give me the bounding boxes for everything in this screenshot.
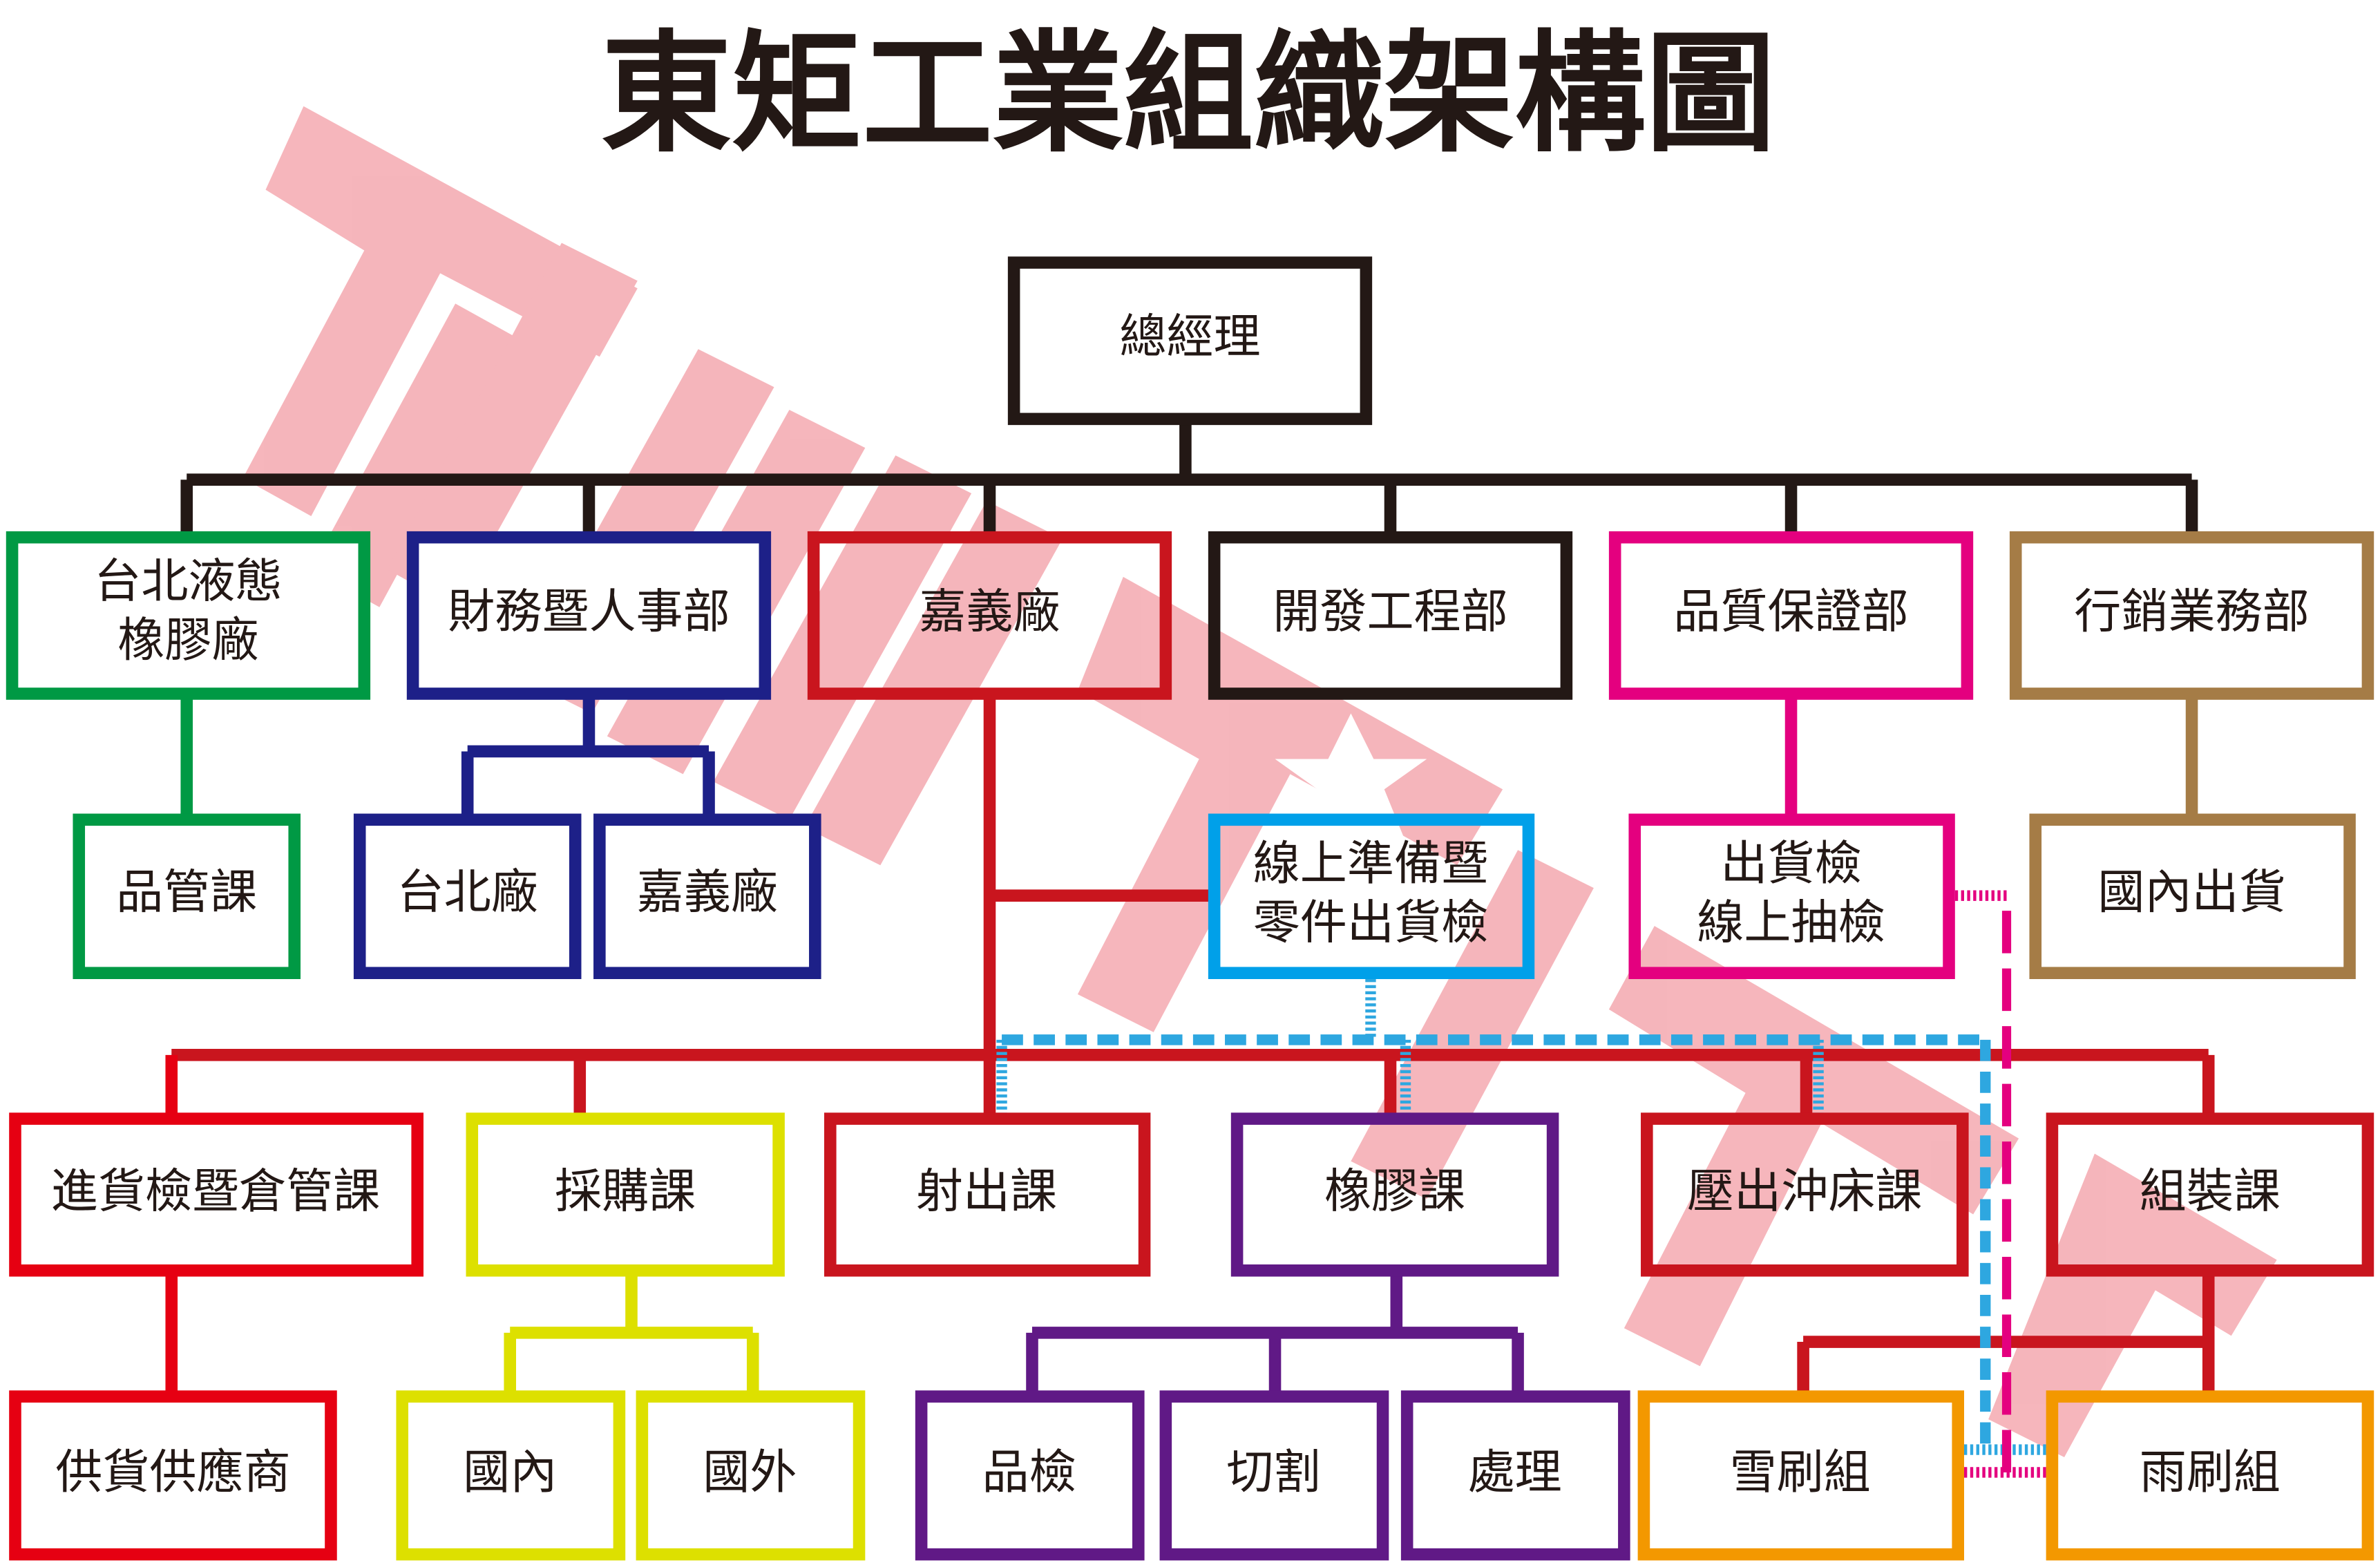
- node-qc-section: 品管課: [73, 813, 301, 979]
- node-label: 雨刷組: [2140, 1445, 2281, 1500]
- node-label: 品檢: [982, 1445, 1076, 1500]
- node-label: 總經理: [1119, 310, 1260, 365]
- node-taipei-plant: 台北廠: [353, 813, 582, 979]
- node-chiayi-plant: 嘉義廠: [807, 531, 1172, 700]
- node-rd-engineering: 開發工程部: [1208, 531, 1573, 700]
- node-label: 開發工程部: [1273, 585, 1507, 639]
- node-label: 國外: [703, 1445, 797, 1500]
- yellow-connector: [504, 1270, 759, 1397]
- node-label: 採購課: [555, 1165, 696, 1220]
- node-label: 國內出貨: [2097, 866, 2285, 920]
- node-label: 品管課: [116, 866, 257, 920]
- node-label: 供貨供應商: [55, 1445, 290, 1500]
- node-processing: 處理: [1400, 1390, 1630, 1561]
- node-wiper: 雨刷組: [2046, 1390, 2374, 1561]
- node-label: 財務暨人事部: [448, 585, 730, 639]
- node-label: 嘉義廠: [919, 585, 1060, 639]
- cyan-dashed-link: [996, 973, 2053, 1455]
- node-label: 台北廠: [397, 866, 538, 920]
- node-label: 射出課: [916, 1165, 1057, 1220]
- node-purchasing: 採購課: [466, 1112, 785, 1277]
- page-title: 東矩工業組織架構圖: [601, 18, 1776, 170]
- node-overseas: 國外: [636, 1390, 866, 1561]
- node-taipei-liquid-rubber: 台北液態 橡膠廠: [6, 531, 371, 700]
- node-label: 進貨檢暨倉管課: [51, 1165, 381, 1220]
- node-label: 壓出沖床課: [1687, 1165, 1922, 1220]
- node-label: 品質保證部: [1673, 585, 1908, 639]
- node-rubber: 橡膠課: [1230, 1112, 1559, 1277]
- node-label: 零件出貨檢: [1253, 896, 1488, 951]
- node-label: 橡膠課: [1324, 1165, 1465, 1220]
- node-extrusion-press: 壓出沖床課: [1641, 1112, 1969, 1277]
- node-quality-assurance: 品質保證部: [1608, 531, 1974, 700]
- node-label: 國內: [463, 1445, 557, 1500]
- node-cutting: 切割: [1159, 1390, 1389, 1561]
- node-label: 切割: [1226, 1445, 1320, 1500]
- node-label: 雪刷組: [1730, 1445, 1871, 1500]
- purple-connector: [1026, 1270, 1524, 1397]
- star-icon: [1275, 713, 1427, 838]
- node-chiayi-plant-finance: 嘉義廠: [593, 813, 821, 979]
- node-label: 行銷業務部: [2074, 585, 2309, 639]
- pink-dashed-link: [1954, 890, 2053, 1478]
- node-assembly: 組裝課: [2046, 1112, 2374, 1277]
- node-label: 嘉義廠: [637, 866, 778, 920]
- node-line-prep: 線上準備暨 零件出貨檢: [1208, 813, 1535, 979]
- node-label: 線上抽檢: [1697, 896, 1885, 951]
- node-label: 橡膠廠: [117, 614, 258, 668]
- node-snow-brush: 雪刷組: [1637, 1390, 1965, 1561]
- node-domestic-shipping: 國內出貨: [2029, 813, 2356, 979]
- node-label: 處理: [1468, 1445, 1562, 1500]
- node-shipping-inspection: 出貨檢 線上抽檢: [1628, 813, 1955, 979]
- node-label: 出貨檢: [1720, 837, 1861, 891]
- node-incoming-warehouse: 進貨檢暨倉管課: [9, 1112, 423, 1277]
- node-marketing-sales: 行銷業務部: [2009, 531, 2374, 700]
- node-label: 組裝課: [2140, 1165, 2281, 1220]
- node-injection: 射出課: [824, 1112, 1151, 1277]
- gm-connectors: [180, 419, 2198, 535]
- node-inspection: 品檢: [915, 1390, 1145, 1561]
- node-supplier: 供貨供應商: [9, 1390, 337, 1561]
- node-label: 線上準備暨: [1253, 837, 1488, 891]
- navy-connector: [461, 693, 715, 820]
- node-gm: 總經理: [1007, 256, 1373, 426]
- node-domestic: 國內: [396, 1390, 626, 1561]
- node-label: 台北液態: [94, 554, 282, 609]
- node-finance-hr: 財務暨人事部: [406, 531, 772, 700]
